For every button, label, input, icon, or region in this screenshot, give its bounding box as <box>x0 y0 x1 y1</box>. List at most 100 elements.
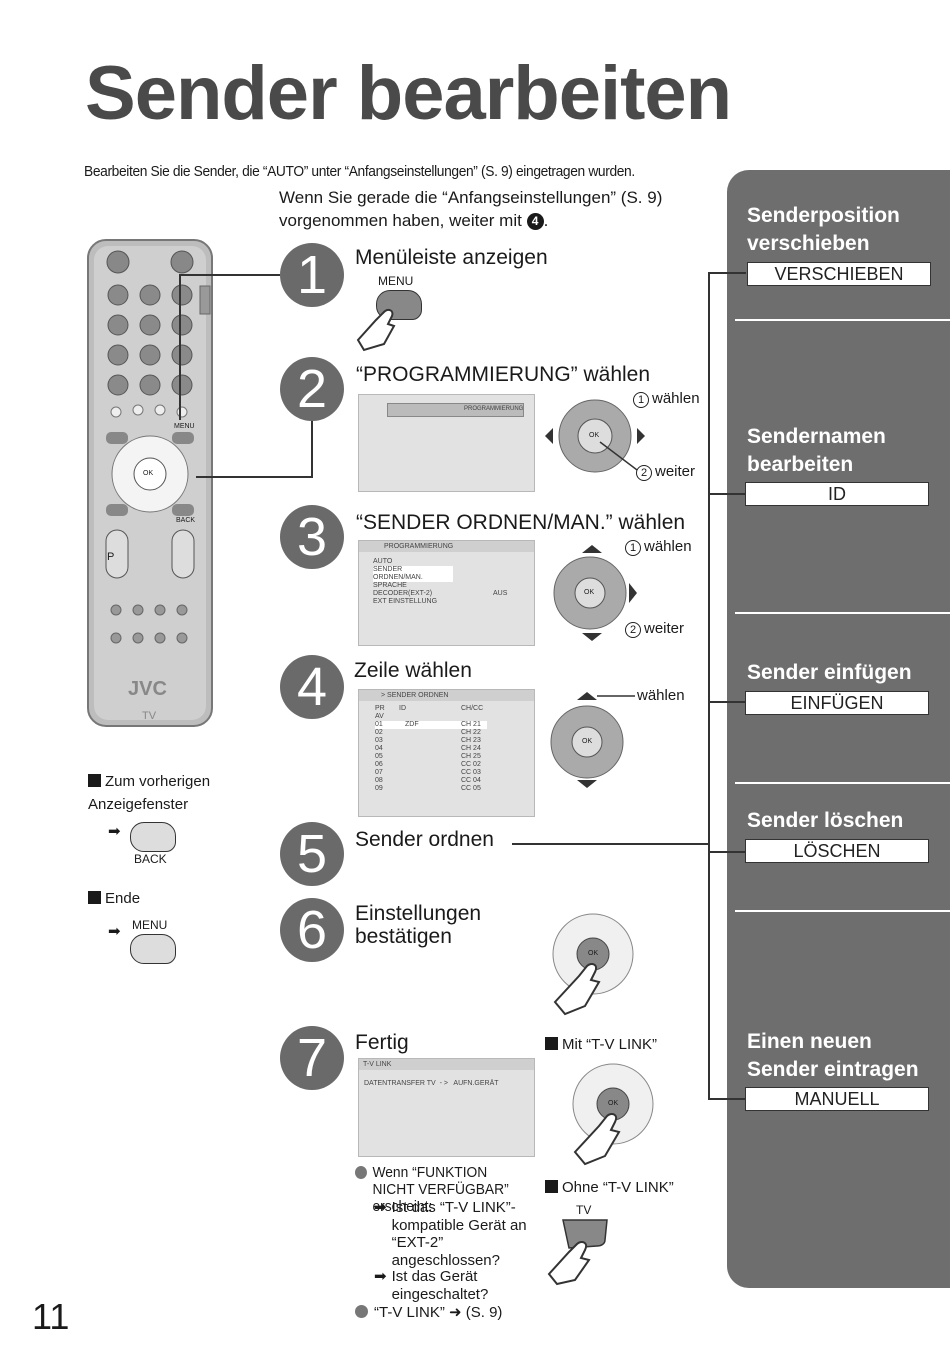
page-title: Sender bearbeiten <box>85 51 732 136</box>
bullet-dot <box>355 1166 367 1179</box>
step-5-title: Sender ordnen <box>355 828 494 851</box>
step-1-menu-button[interactable] <box>376 290 422 320</box>
step-2-title: “PROGRAMMIERUNG” wählen <box>356 363 651 386</box>
warning-q2: ➡Ist das Gerät eingeschaltet? <box>374 1268 539 1303</box>
step-1-number: 1 <box>280 243 344 307</box>
bullet-square <box>88 891 101 904</box>
sidebar-title-name: Sendernamen bearbeiten <box>747 425 886 476</box>
menu-row: SPRACHE <box>373 582 407 589</box>
without-tvlink-text: Ohne “T-V LINK” <box>562 1179 674 1196</box>
manuell-button[interactable]: MANUELL <box>745 1087 929 1111</box>
page-number: 11 <box>32 1296 70 1337</box>
options-sidebar <box>727 170 950 1288</box>
step-3-dpad[interactable]: OK <box>545 545 640 646</box>
tvlink-ref: “T-V LINK” ➜ (S. 9) <box>355 1303 502 1321</box>
step-5-connector <box>512 843 710 845</box>
menu-row: EXT EINSTELLUNG <box>373 598 438 605</box>
sidebar-bracket-tick <box>708 851 746 853</box>
step-6-number: 6 <box>280 898 344 962</box>
step-6-ok-label: OK <box>588 950 599 957</box>
step-5-number: 5 <box>280 822 344 886</box>
menu-button-label: MENU <box>132 918 168 932</box>
id-button[interactable]: ID <box>745 482 929 506</box>
step-4-choose: wählen <box>637 687 685 704</box>
sidebar-bracket-tick <box>708 1098 746 1100</box>
table-row: AV <box>375 713 384 720</box>
tvlink-ref-text: “T-V LINK” ➜ (S. 9) <box>374 1304 503 1321</box>
verschieben-button[interactable]: VERSCHIEBEN <box>747 262 931 286</box>
step-2-dpad[interactable]: OK <box>545 398 645 483</box>
step-4-dpad[interactable]: OK <box>545 690 637 795</box>
step-3-screen: PROGRAMMIERUNG AUTO SENDER ORDNEN/MAN. S… <box>358 540 535 646</box>
step-3-next-text: weiter <box>644 620 685 637</box>
step-4-ok-label: OK <box>582 738 593 745</box>
sidebar-bracket-tick <box>708 272 746 274</box>
sidebar-title-insert: Sender einfügen <box>747 661 912 684</box>
back-button-label: BACK <box>134 852 167 866</box>
menu-row: AUTO <box>373 558 393 565</box>
warning-intro: Wenn “FUNKTION NICHT VERFÜGBAR” erschein… <box>372 1164 509 1215</box>
step-3-number: 3 <box>280 505 344 569</box>
step-2-choose-text: wählen <box>652 390 700 407</box>
step-7-screen: T-V LINK DATENTRANSFER TV - > AUFN.GERÄT <box>358 1058 535 1157</box>
sidebar-title-delete: Sender löschen <box>747 809 904 832</box>
warning-q1-text: Ist das “T-V LINK”-kompatible Gerät an “… <box>391 1199 527 1269</box>
without-tvlink: Ohne “T-V LINK” <box>545 1179 674 1196</box>
sidebar-divider <box>735 319 950 321</box>
step-7-ok-press[interactable]: OK <box>565 1060 665 1175</box>
tv-button-label: TV <box>576 1203 592 1217</box>
menu-row-selected: SENDER ORDNEN/MAN. <box>373 566 453 582</box>
step-7-number: 7 <box>280 1026 344 1090</box>
menu-row: DECODER(EXT-2)AUS <box>373 590 508 597</box>
intro2-text: Wenn Sie gerade die “Anfangseinstellunge… <box>279 188 663 230</box>
step-3-choose-text: wählen <box>644 538 692 555</box>
step-4-number: 4 <box>280 655 344 719</box>
warning-q2-text: Ist das Gerät eingeschaltet? <box>391 1268 489 1303</box>
step-2-screen: PROGRAMMIERUNG <box>358 394 535 492</box>
with-tvlink-text: Mit “T-V LINK” <box>562 1036 658 1053</box>
intro-text: Bearbeiten Sie die Sender, die “AUTO” un… <box>84 163 635 180</box>
step-3-screen-header: PROGRAMMIERUNG <box>359 541 534 552</box>
step-ref-badge: 4 <box>526 213 544 231</box>
step-4-title: Zeile wählen <box>354 659 472 682</box>
step-6-title: Einstellungen bestätigen <box>355 902 482 948</box>
einfuegen-button[interactable]: EINFÜGEN <box>745 691 929 715</box>
remote-tv-label: TV <box>142 710 157 722</box>
sidebar-divider <box>735 910 950 912</box>
hand-icon <box>354 300 404 361</box>
sidebar-title-move: Senderposition verschieben <box>747 204 900 255</box>
remote-p-label: P <box>107 551 115 563</box>
end-note-text: Ende <box>105 890 141 907</box>
intro-text-2: Wenn Sie gerade die “Anfangseinstellunge… <box>279 188 663 231</box>
sidebar-divider <box>735 612 950 614</box>
back-button-illus[interactable]: ➡ BACK <box>108 822 176 866</box>
step-3-ok-label: OK <box>584 589 595 596</box>
remote-back-label: BACK <box>176 517 196 524</box>
step-7-title: Fertig <box>355 1031 409 1054</box>
remote-brand: JVC <box>128 678 167 700</box>
with-tvlink: Mit “T-V LINK” <box>545 1036 657 1053</box>
end-note: Ende <box>88 890 140 907</box>
sidebar-divider <box>735 782 950 784</box>
step-1-title: Menüleiste anzeigen <box>355 246 548 269</box>
step-6-ok-press[interactable]: OK <box>545 910 645 1025</box>
step-2-screen-label: PROGRAMMIERUNG <box>464 406 524 412</box>
step-4-screen-header: > SENDER ORDNEN <box>359 690 534 701</box>
step-1-button-label: MENU <box>378 274 414 288</box>
loeschen-button[interactable]: LÖSCHEN <box>745 839 929 863</box>
sidebar-bracket-tick <box>708 493 746 495</box>
connector-lines <box>0 0 320 485</box>
step-2-number: 2 <box>280 357 344 421</box>
tv-button-press[interactable] <box>545 1218 615 1293</box>
